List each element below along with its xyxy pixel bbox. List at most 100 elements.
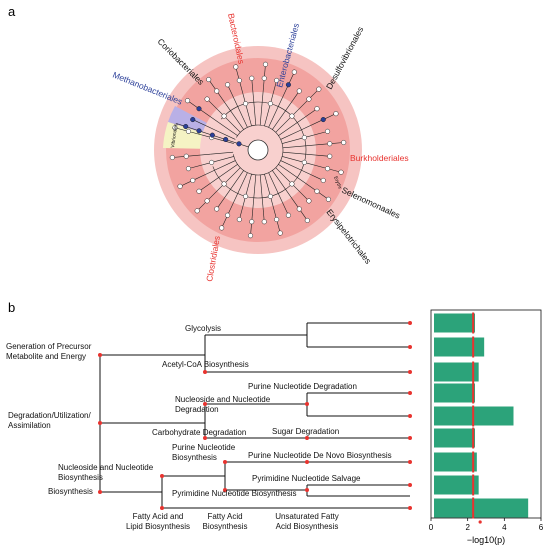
clad-node: [274, 77, 280, 84]
clad-branch: [301, 170, 324, 181]
clad-node: [249, 219, 255, 225]
clad-node: [249, 75, 255, 81]
clad-node: [190, 117, 196, 123]
clad-node: [267, 101, 273, 107]
panel-b-label: b: [8, 300, 15, 315]
clad-branch: [285, 90, 300, 111]
bar: [434, 428, 475, 448]
clad-branch: [192, 170, 215, 181]
clad-branch: [214, 129, 236, 140]
clad-branch: [206, 98, 225, 117]
clad-branch: [272, 110, 286, 130]
bars: [434, 312, 529, 519]
clad-node: [314, 188, 320, 194]
clad-node: [236, 77, 242, 84]
tree-node: [160, 474, 164, 478]
clad-node: [327, 153, 333, 159]
clad-branch: [280, 129, 302, 140]
bar: [434, 362, 479, 382]
bar: [434, 313, 475, 333]
clade-label-selenomonaales: Selenomonaales: [340, 185, 402, 221]
tree-label-acetyl-coa: Acetyl-CoA Biosynthesis: [162, 360, 249, 369]
clad-node: [301, 159, 307, 165]
tree-node: [408, 460, 412, 464]
tree-node: [203, 402, 207, 406]
tree-label-purine-de-novo: Purine Nucleotide De Novo Biosynthesis: [248, 451, 392, 460]
tree-node: [223, 488, 227, 492]
clad-node: [183, 153, 189, 159]
tree-node: [98, 421, 102, 425]
tree-branch-generation: [100, 350, 206, 356]
clade-label-erythr: Erythr: [332, 176, 343, 191]
clad-node: [221, 113, 227, 119]
clad-node: [185, 98, 191, 104]
clad-branch: [227, 84, 238, 107]
cladogram-nodes: [169, 61, 347, 239]
tree-label-degradation: Degradation/Utilization/Assimilation: [8, 411, 91, 430]
clad-branch: [268, 172, 279, 194]
clad-branch: [251, 197, 255, 222]
clad-node: [225, 82, 231, 88]
clad-branch: [239, 196, 246, 220]
panel-a-label: a: [8, 4, 16, 19]
clad-branch: [282, 137, 305, 144]
clad-node: [325, 196, 331, 202]
tree-node: [223, 460, 227, 464]
clad-node: [219, 225, 225, 231]
clad-node-methano: [209, 132, 215, 138]
chart-frame: [430, 309, 542, 519]
tree-node: [408, 391, 412, 395]
tree-node: [408, 506, 412, 510]
bar: [434, 383, 475, 403]
clad-node: [221, 181, 227, 187]
clad-node-methano: [236, 141, 242, 147]
tree-node: [408, 414, 412, 418]
clade-label-coriobacteriales: Coriobacteriales: [156, 36, 207, 87]
clad-branch: [275, 167, 293, 185]
clad-branch: [245, 174, 252, 197]
bar: [434, 337, 485, 357]
clad-branch: [186, 153, 211, 157]
clad-branch: [198, 108, 219, 123]
clad-branch: [206, 183, 225, 202]
clad-node: [338, 169, 344, 175]
clad-branch: [227, 193, 238, 216]
clad-branch: [188, 162, 212, 169]
tree-node: [408, 370, 412, 374]
clad-node: [285, 212, 291, 218]
clad-node: [320, 117, 326, 123]
clad-node: [204, 96, 210, 102]
clad-branch: [278, 164, 298, 178]
clad-branch: [305, 143, 330, 147]
clad-node: [341, 139, 347, 146]
clad-node: [261, 75, 267, 81]
clad-branch: [261, 197, 265, 222]
clad-branch: [188, 131, 212, 138]
tree-node: [203, 370, 207, 374]
tree-node: [408, 436, 412, 440]
clad-node: [274, 216, 280, 223]
x-axis-label: −log10(p): [467, 535, 505, 545]
clad-branch: [282, 151, 306, 155]
clad-node: [247, 233, 254, 239]
clad-node: [194, 208, 200, 214]
clad-branch: [230, 170, 244, 190]
tree-label-carbohydrate: Carbohydrate Degradation: [152, 428, 246, 437]
clad-branch: [251, 78, 255, 103]
x-tick-label: 4: [502, 523, 507, 532]
tree-node: [305, 436, 309, 440]
bar: [434, 498, 529, 518]
tree-node: [305, 402, 309, 406]
clad-node: [214, 88, 220, 94]
clad-branch: [218, 122, 238, 136]
clad-branch: [210, 151, 234, 155]
clad-branch: [304, 131, 328, 138]
clade-label-vibrionales: Vibrionales: [170, 123, 179, 149]
clad-node: [172, 125, 178, 131]
